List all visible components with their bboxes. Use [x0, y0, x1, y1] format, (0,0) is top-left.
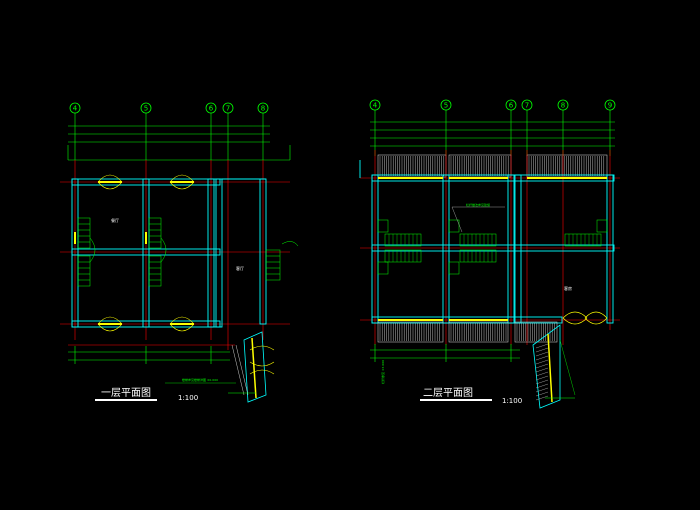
plan-2-walls	[359, 160, 615, 324]
hatch-line	[535, 343, 549, 349]
stair-treads	[388, 234, 598, 262]
plan-2-axis-lines	[360, 150, 620, 345]
hatch-line	[535, 351, 549, 357]
room-label: 客房	[564, 285, 572, 291]
plan-1-bottom-dimensions	[68, 346, 230, 364]
hatch-line	[535, 379, 549, 385]
plan-2-axis-labels: 4 5 6 7 8 9	[373, 102, 612, 110]
plan-scale: 1:100	[178, 394, 198, 402]
plan-2-openings	[378, 177, 607, 321]
title-underline	[420, 399, 492, 401]
plan-1-top-dimensions	[67, 113, 291, 161]
plan-scale: 1:100	[502, 397, 522, 405]
plan-1-axis-bubbles	[69, 102, 269, 114]
plan-2-stairs	[377, 219, 608, 275]
plan-1-door-swings	[97, 174, 195, 332]
title-underline	[95, 399, 157, 401]
hatch-line	[535, 391, 549, 397]
hatch-line	[535, 359, 549, 365]
hatch-line	[535, 387, 549, 393]
plan-2-bottom-dimensions	[370, 344, 520, 362]
axis-label: 8	[561, 102, 565, 110]
plan-1-stairs	[77, 217, 299, 287]
axis-label: 8	[261, 105, 265, 113]
hatch-line	[535, 355, 549, 361]
axis-label: 5	[444, 102, 448, 110]
hatch-line	[535, 363, 549, 369]
plan-1-entry-stair	[228, 331, 275, 403]
axis-label: 4	[73, 105, 78, 113]
plan-2-corner-stair	[532, 311, 608, 409]
axis-label: 6	[509, 102, 514, 110]
plan-1-walls	[71, 178, 267, 328]
plan-2-side-note: 栏杆参见 ±3.000	[380, 360, 385, 384]
plan-1-note: 楼梯参见楼梯详图 ±0.000	[182, 377, 218, 382]
hatch-line	[535, 375, 549, 381]
plan-1-axis-labels: 4 5 6 7 8	[73, 105, 265, 113]
plan-title: 一层平面图	[101, 387, 151, 399]
railing-hatch	[379, 323, 555, 341]
plan-2: 4 5 6 7 8 9	[359, 99, 620, 409]
plan-1: 4 5 6 7 8	[60, 102, 299, 403]
plan-2-railing-bottom	[377, 321, 558, 343]
room-label: 客厅	[236, 265, 244, 271]
axis-label: 4	[373, 102, 378, 110]
plan-2-axis-bubbles	[369, 99, 616, 111]
axis-label: 5	[144, 105, 148, 113]
hatch-line	[535, 367, 549, 373]
plan-2-note: 栏杆做法参见建施	[466, 202, 490, 207]
stair-hatch	[535, 343, 549, 401]
hatch-line	[535, 395, 549, 401]
plan-1-openings	[74, 181, 194, 325]
room-label: 餐厅	[111, 217, 119, 223]
hatch-line	[535, 347, 549, 353]
hatch-line	[535, 383, 549, 389]
axis-label: 9	[608, 102, 612, 110]
axis-label: 6	[209, 105, 214, 113]
axis-label: 7	[525, 102, 529, 110]
hatch-line	[535, 371, 549, 377]
plan-2-railing-top	[377, 154, 608, 178]
plan-2-top-dimensions	[370, 110, 615, 156]
axis-label: 7	[226, 105, 230, 113]
railing-hatch	[379, 156, 605, 176]
plan-title: 二层平面图	[423, 387, 473, 399]
